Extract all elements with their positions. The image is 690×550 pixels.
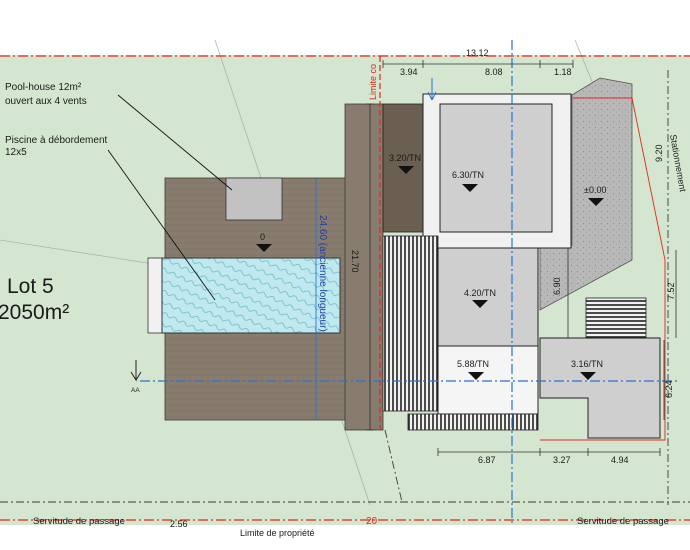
- dim-bottom-c: 4.94: [611, 455, 629, 465]
- limite-bottom-label: Limite de propriété: [240, 528, 315, 538]
- level-terrace: 3.20/TN: [389, 153, 421, 163]
- dim-height-21: 21.70: [350, 250, 360, 273]
- dimension-lines: [366, 60, 677, 456]
- servitude-right: Servitude de passage: [577, 516, 669, 527]
- stairs-bottom: [407, 413, 539, 431]
- dim-right-752: 7.52: [666, 282, 676, 300]
- lot-area: 2050m²: [0, 301, 69, 324]
- ancienne-longueur: 24.60 (ancienne longueur): [317, 215, 328, 332]
- pool-house: [225, 177, 283, 221]
- pool-label: Piscine à débordement: [5, 135, 108, 146]
- house-low-volume: [437, 345, 539, 415]
- dim-edge-256: 2.56: [170, 519, 188, 529]
- section-marker-aa: [130, 360, 142, 382]
- level-marker-terrace: [398, 166, 414, 174]
- dim-bottom-b: 3.27: [553, 455, 571, 465]
- stairs-left: [382, 235, 439, 412]
- level-house-low: 5.88/TN: [457, 359, 489, 369]
- pool-house-label: Pool-house 12m²: [5, 82, 82, 93]
- north-arrow-mark: [427, 78, 437, 101]
- leader-lines: [107, 94, 233, 301]
- dim-top-b: 8.08: [485, 67, 503, 77]
- pool-label-2: 12x5: [5, 147, 27, 158]
- level-triangles: [256, 166, 604, 380]
- dim-top-total: 13.12: [466, 48, 489, 58]
- lot-name: Lot 5: [7, 275, 54, 298]
- dim-bottom-a: 6.87: [478, 455, 496, 465]
- level-marker-house-top: [462, 184, 478, 192]
- annex-volume: [539, 337, 661, 439]
- level-marker-house-mid: [472, 300, 488, 308]
- level-house-top: 6.30/TN: [452, 170, 484, 180]
- level-annex: 3.16/TN: [571, 359, 603, 369]
- section-axes: [140, 40, 680, 525]
- swimming-pool: [161, 257, 341, 334]
- aa-label: AA: [131, 387, 140, 394]
- level-marker-annex: [580, 372, 596, 380]
- top-margin: [0, 0, 690, 55]
- level-parking: ±0.00: [584, 185, 606, 195]
- limit-lines: [0, 55, 690, 521]
- property-lines: [0, 70, 690, 505]
- dim-top-c: 1.18: [554, 67, 572, 77]
- level-marker-parking: [588, 198, 604, 206]
- level-pool-deck: 0: [260, 232, 265, 242]
- pool-house-label-2: ouvert aux 4 vents: [5, 96, 87, 107]
- house-top-volume: [439, 103, 553, 233]
- dim-right-624: 6.24: [664, 380, 674, 398]
- pool-overflow: [147, 257, 163, 334]
- stairs-right: [585, 297, 647, 339]
- bottom-margin: [0, 525, 690, 550]
- deck-strip: [344, 103, 384, 431]
- level-marker-house-low: [468, 372, 484, 380]
- level-marker-pool-deck: [256, 244, 272, 252]
- dim-top-a: 3.94: [400, 67, 418, 77]
- house-mid-volume: [437, 247, 539, 347]
- limite-top-label: Limite co: [368, 64, 378, 100]
- dim-right-690: 6.90: [552, 277, 562, 295]
- dim-edge-20: 20: [366, 516, 378, 527]
- level-house-mid: 4.20/TN: [464, 288, 496, 298]
- servitude-left: Servitude de passage: [33, 516, 125, 527]
- dim-right-920: 9.20: [654, 144, 664, 162]
